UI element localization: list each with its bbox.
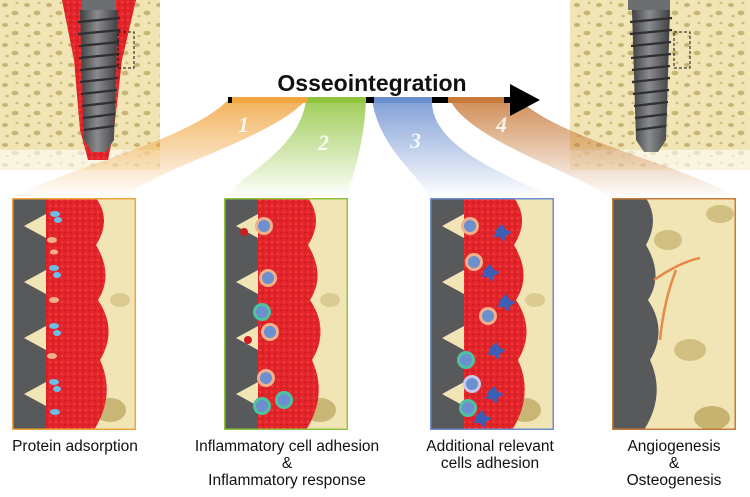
implant-initial-image [0, 0, 160, 170]
timeline-title: Osseointegration [277, 70, 467, 96]
stage-number-4: 4 [495, 112, 507, 137]
implant-screw [629, 10, 673, 152]
zoom-box [117, 31, 135, 69]
stage-2-band [224, 100, 366, 198]
caption-line: Angiogenesis [627, 438, 721, 455]
osteogenic-cells [474, 224, 516, 428]
inflammatory-cells [240, 217, 293, 415]
protein-molecules [49, 211, 62, 415]
caption-stage-1: Protein adsorption [0, 438, 150, 455]
panel-additional-cells [430, 198, 554, 430]
implant-surface [224, 198, 258, 430]
implant-surface [430, 198, 464, 430]
caption-line: Inflammatory cell adhesion [194, 438, 380, 455]
panel-protein-adsorption [12, 198, 136, 430]
caption-amp: & [668, 455, 680, 472]
stage-number-1: 1 [238, 112, 249, 137]
blood-layer [258, 198, 321, 430]
stage-4-band [450, 100, 736, 198]
stage-number-2: 2 [317, 130, 329, 155]
implant-surface [612, 198, 659, 430]
timeline-arrow [228, 84, 540, 116]
stage-number-3: 3 [409, 128, 421, 153]
protein-molecules-alt [47, 237, 59, 359]
stage-3-band [372, 100, 554, 198]
arrow-head [510, 84, 540, 116]
caption-line: Protein adsorption [12, 438, 138, 455]
caption-line: Inflammatory response [208, 472, 366, 489]
implant-screw [77, 10, 121, 152]
stage-bands [12, 100, 736, 198]
adherent-cells [457, 217, 497, 417]
panel-inflammatory [224, 198, 348, 430]
zoom-box [673, 31, 691, 69]
caption-stage-3: Additional relevant cells adhesion [410, 438, 570, 472]
caption-line: Additional relevant [426, 438, 554, 455]
caption-stage-2: Inflammatory cell adhesion & Inflammator… [168, 438, 406, 489]
panel-angiogenesis [612, 198, 736, 430]
blood-vessel [653, 256, 701, 341]
caption-line: Osteogenesis [626, 472, 722, 489]
stage-1-band [12, 100, 306, 198]
blood-layer [46, 198, 109, 430]
caption-amp: & [281, 455, 293, 472]
implant-surface [12, 198, 46, 430]
caption-stage-4: Angiogenesis & Osteogenesis [602, 438, 746, 489]
caption-line: cells adhesion [440, 455, 540, 472]
